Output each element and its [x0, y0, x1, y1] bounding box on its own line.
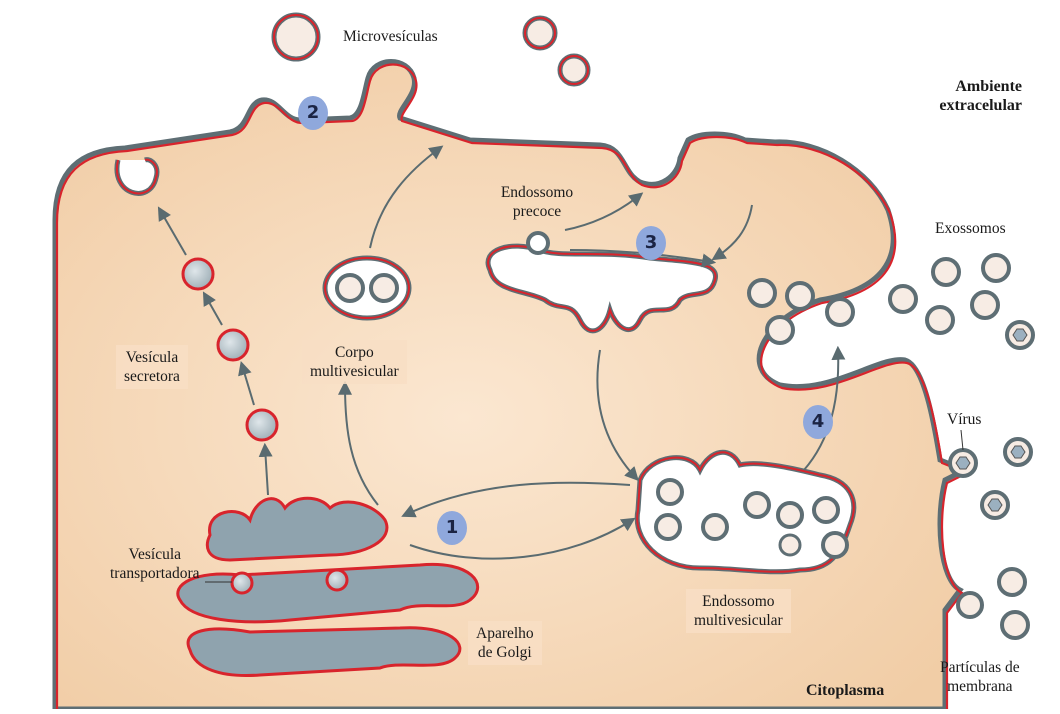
label-endossomo-precoce: Endossomo precoce [482, 183, 592, 221]
label-vesicula-secretora-line1: Vesícula [124, 348, 180, 367]
label-ambiente-line1: Ambiente [900, 77, 1022, 96]
label-vesicula-transportadora-line2: transportadora [110, 564, 200, 583]
label-ambiente-extracelular: Ambiente extracelular [900, 77, 1022, 115]
blank-area [600, 16, 746, 74]
released-exosomes [890, 255, 1033, 348]
label-aparelho-line2: de Golgi [476, 643, 534, 662]
label-microvesiculas: Microvesículas [343, 27, 438, 46]
label-aparelho-line1: Aparelho [476, 624, 534, 643]
label-ambiente-line2: extracelular [900, 96, 1022, 115]
label-virus: Vírus [947, 410, 981, 429]
label-endossomo-multivesicular: Endossomo multivesicular [686, 589, 791, 633]
label-corpo-line2: multivesicular [310, 362, 399, 381]
label-exossomos: Exossomos [935, 219, 1006, 238]
step-badge-4: 4 [803, 405, 833, 439]
label-endossomo-precoce-line1: Endossomo [482, 183, 592, 202]
label-endossomo-precoce-line2: precoce [482, 202, 592, 221]
step-badge-2: 2 [298, 96, 328, 130]
label-vesicula-transportadora: Vesícula transportadora [110, 545, 200, 583]
label-particulas-line1: Partículas de [940, 658, 1020, 677]
label-corpo-line1: Corpo [310, 343, 399, 362]
label-endossomo-multivesicular-line1: Endossomo [694, 592, 783, 611]
step-badge-3: 3 [636, 226, 666, 260]
label-particulas-de-membrana: Partículas de membrana [940, 658, 1020, 696]
label-endossomo-multivesicular-line2: multivesicular [694, 611, 783, 630]
step-badge-1: 1 [437, 511, 467, 545]
label-particulas-line2: membrana [940, 677, 1020, 696]
microvesicles [274, 15, 588, 84]
label-corpo-multivesicular: Corpo multivesicular [302, 340, 407, 384]
multivesicular-body [325, 258, 409, 318]
membrane-particles [958, 569, 1028, 638]
label-aparelho-de-golgi: Aparelho de Golgi [468, 621, 542, 665]
membrane-pit-left [117, 160, 157, 194]
label-citoplasma: Citoplasma [806, 681, 884, 700]
label-vesicula-secretora: Vesícula secretora [116, 345, 188, 389]
label-vesicula-secretora-line2: secretora [124, 367, 180, 386]
label-vesicula-transportadora-line1: Vesícula [110, 545, 200, 564]
